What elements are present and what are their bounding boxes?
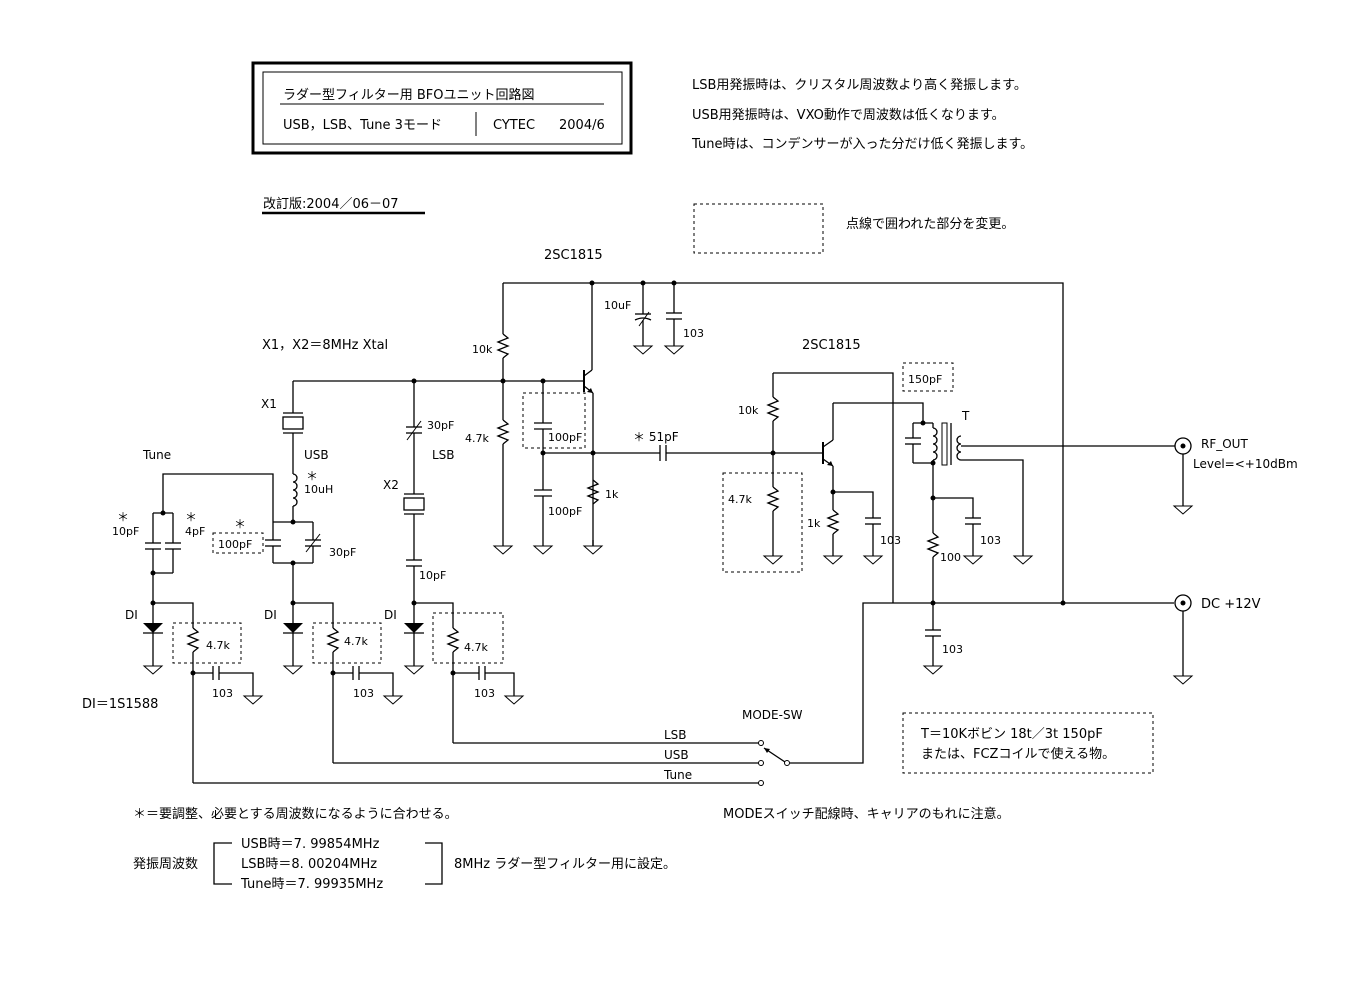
note-usb: USB用発振時は、VXO動作で周波数は低くなります。 (692, 108, 1005, 123)
c10pf-x2-label: 10pF (419, 569, 446, 582)
di3-label: DI (384, 608, 397, 622)
usb-branch-label: USB (304, 448, 329, 462)
star-4pf: ＊ (185, 510, 197, 524)
c103-t-label: 103 (980, 534, 1001, 547)
sw-usb-label: USB (664, 748, 689, 762)
title-company: CYTEC (493, 118, 535, 133)
rf-out-label: RF_OUT (1201, 437, 1248, 451)
r47k-1-label: 4.7k (206, 639, 230, 652)
adjust-note: ＊＝要調整、必要とする周波数になるように合わせる。 (133, 807, 458, 822)
lsb-branch-label: LSB (432, 448, 455, 462)
diode-block-tune: DI 4.7k 103 (125, 573, 263, 783)
coil-note-box (902, 712, 1154, 774)
note-lsb: LSB用発振時は、クリスタル周波数より高く発振します。 (692, 77, 1027, 93)
level-label: Level=<+10dBm (1193, 457, 1298, 471)
c4pf-label: 4pF (185, 525, 205, 538)
c10pf-label: 10pF (112, 525, 139, 538)
x2-label: X2 (383, 478, 399, 492)
tune-branch-label: Tune (142, 448, 171, 462)
c103-dc-label: 103 (942, 643, 963, 656)
diode-block-usb: DI 4.7k 103 (264, 563, 403, 763)
c103-2-label: 103 (353, 687, 374, 700)
revision-label: 改訂版:2004／06－07 (263, 196, 399, 212)
r47k-3-label: 4.7k (464, 641, 488, 654)
r47k-2-label: 4.7k (344, 635, 368, 648)
freq-label: 発振周波数 (133, 857, 198, 872)
di-type-label: DI＝1S1588 (82, 697, 158, 712)
xtal-spec: X1，X2＝8MHz Xtal (262, 338, 388, 353)
dc-connector (1173, 594, 1193, 685)
frequency-table: 発振周波数 USB時＝7. 99854MHz LSB時＝8. 00204MHz … (133, 837, 676, 892)
title-line1: ラダー型フィルター用 BFOユニット回路図 (283, 87, 535, 103)
c103-top-label: 103 (683, 327, 704, 340)
r10k-1-label: 10k (472, 343, 493, 356)
star-varactor: ＊ (234, 517, 246, 531)
c100pf-b-label: 100pF (548, 505, 582, 518)
coil-note-line1: T＝10Kボビン 18t／3t 150pF (920, 727, 1103, 742)
r1k-2-label: 1k (807, 517, 821, 530)
q1-label: 2SC1815 (544, 248, 603, 263)
legend-dashed-text: 点線で囲われた部分を変更。 (846, 216, 1014, 232)
r10k-2-label: 10k (738, 404, 759, 417)
q2-label: 2SC1815 (802, 338, 861, 353)
c100pf-a-label: 100pF (548, 431, 582, 444)
l10uh-label: 10uH (304, 483, 333, 496)
r47k-b-label: 4.7k (465, 432, 489, 445)
c103-e-label: 103 (880, 534, 901, 547)
legend-dashed-box (693, 203, 824, 254)
c150pf-label: 150pF (908, 373, 942, 386)
di2-label: DI (264, 608, 277, 622)
r100-label: 100 (940, 551, 961, 564)
c30pf-trim1-label: 30pF (329, 546, 356, 559)
coil-note-line2: または、FCZコイルで使える物。 (921, 746, 1115, 762)
star-l: ＊ (306, 469, 318, 483)
c103-1-label: 103 (212, 687, 233, 700)
r47k-c-label: 4.7k (728, 493, 752, 506)
note-tune: Tune時は、コンデンサーが入った分だけ低く発振します。 (691, 136, 1033, 152)
c103-3-label: 103 (474, 687, 495, 700)
mode-note: MODEスイッチ配線時、キャリアのもれに注意。 (723, 806, 1010, 822)
diode-block-lsb: DI 4.7k 103 (384, 600, 524, 743)
r1k-1-label: 1k (605, 488, 619, 501)
freq-note: 8MHz ラダー型フィルター用に設定。 (454, 856, 676, 872)
freq-usb: USB時＝7. 99854MHz (241, 837, 380, 852)
rf-out-connector (1173, 437, 1193, 515)
c10uf-label: 10uF (604, 299, 631, 312)
title-modes: USB，LSB、Tune 3モード (283, 118, 442, 133)
mode-sw-label: MODE-SW (742, 708, 803, 722)
title-box: ラダー型フィルター用 BFOユニット回路図 USB，LSB、Tune 3モード … (251, 61, 633, 155)
sw-tune-label: Tune (663, 768, 692, 782)
star-10pf: ＊ (117, 510, 129, 524)
title-date: 2004/6 (559, 118, 605, 133)
t-label: T (961, 409, 970, 423)
dc-label: DC +12V (1201, 597, 1261, 612)
c100pf-var-label: 100pF (218, 538, 252, 551)
c30pf-trim2-label: 30pF (427, 419, 454, 432)
freq-tune: Tune時＝7. 99935MHz (240, 877, 383, 892)
di1-label: DI (125, 608, 138, 622)
c51pf-label: ＊ 51pF (633, 430, 679, 444)
freq-lsb: LSB時＝8. 00204MHz (241, 857, 377, 872)
sw-lsb-label: LSB (664, 728, 687, 742)
x1-label: X1 (261, 397, 277, 411)
